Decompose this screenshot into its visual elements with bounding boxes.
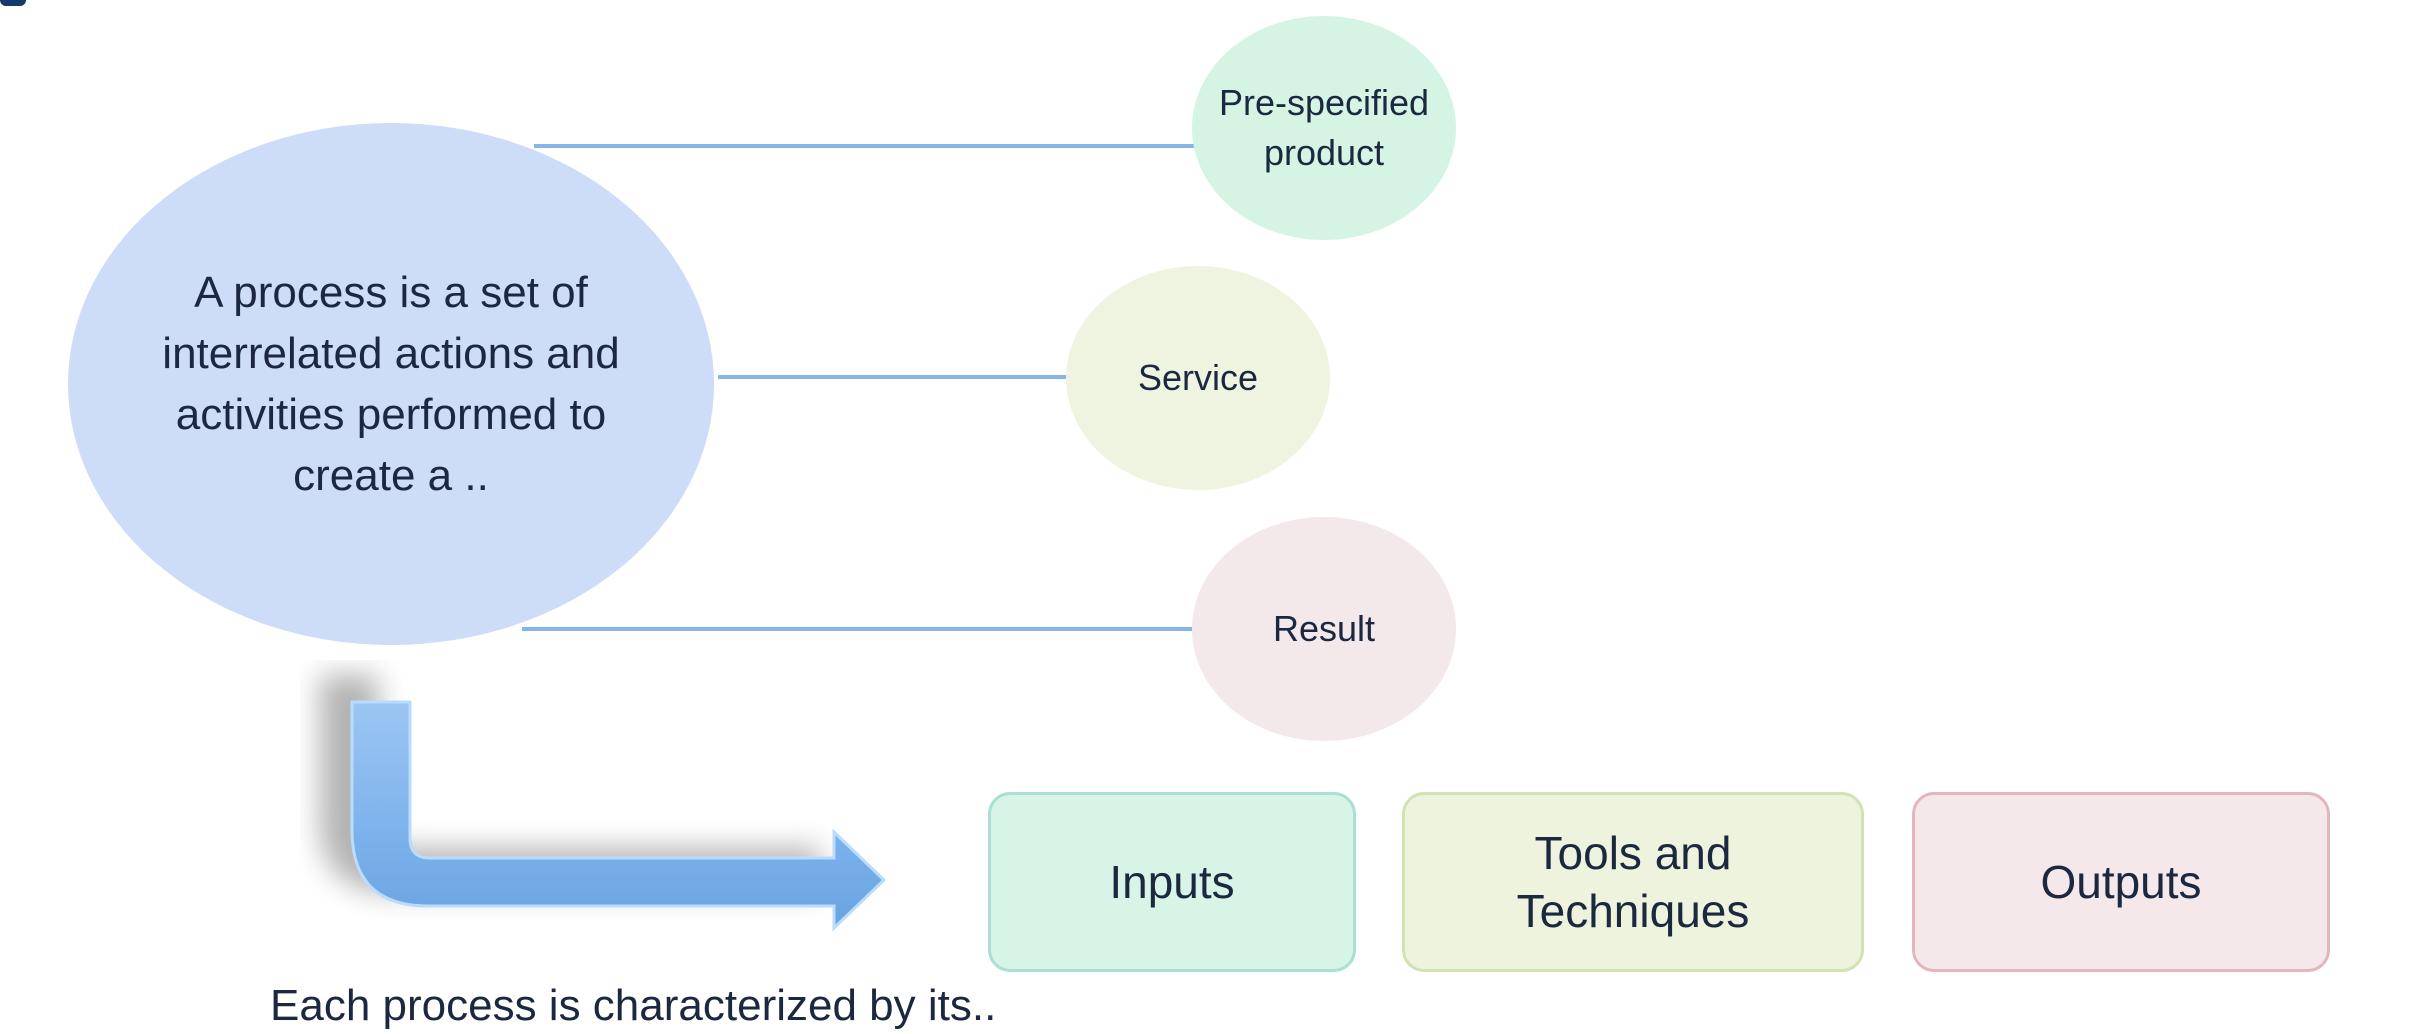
connector-service [718,375,1068,379]
characteristic-inputs-label: Inputs [1109,856,1235,908]
characteristic-outputs-label: Outputs [2040,856,2202,908]
process-definition-ellipse: A process is a set of interrelated actio… [68,123,714,645]
characteristic-outputs-box: Outputs [1912,792,2330,972]
outcome-product-label: Pre-specified product [1218,82,1430,173]
characteristics-caption: Each process is characterized by its.. [270,981,997,1030]
outcome-product-ellipse: Pre-specified product [1192,16,1456,240]
outcome-result-ellipse: Result [1192,517,1456,741]
process-definition-text: A process is a set of interrelated actio… [162,268,620,500]
outcome-service-label: Service [1137,357,1259,398]
outcome-result-label: Result [1272,608,1376,649]
outcome-service-ellipse: Service [1066,266,1330,490]
characteristic-tools-label: Tools and Techniques [1516,827,1750,937]
page-title-fragment [0,0,380,10]
bent-arrow-icon [320,675,887,932]
characteristic-inputs-box: Inputs [988,792,1356,972]
characteristic-tools-box: Tools and Techniques [1402,792,1864,972]
connector-product [534,144,1196,148]
connector-result [522,627,1194,631]
